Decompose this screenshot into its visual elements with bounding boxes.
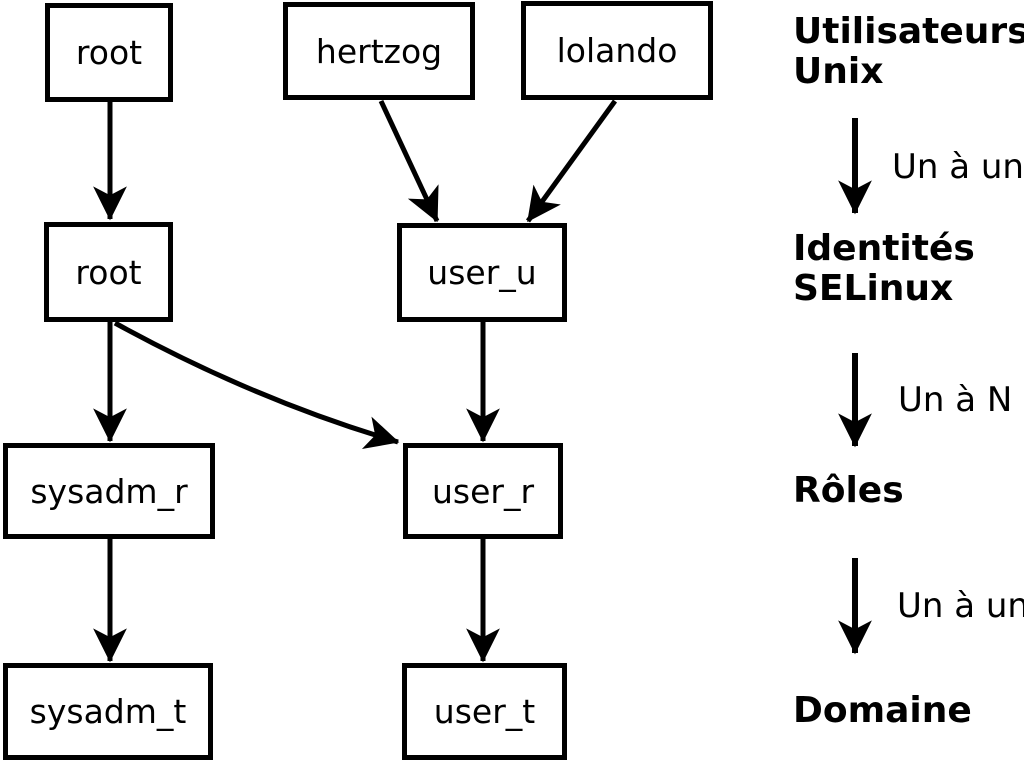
edge-root-to-user-r-arrow bbox=[113, 320, 400, 450]
edge-hertzog-to-user-u-arrow bbox=[378, 99, 440, 223]
legend-heading-line: SELinux bbox=[793, 268, 954, 309]
node-unix-lolando: lolando bbox=[521, 1, 713, 100]
legend-mapping-one-to-one-1: Un à un bbox=[892, 147, 1024, 187]
legend-heading-unix-users: Utilisateurs Unix bbox=[793, 12, 1024, 92]
node-role-sysadm-r: sysadm_r bbox=[3, 443, 215, 539]
edge-lolando-to-user-u-arrow bbox=[525, 99, 618, 223]
legend-heading-roles: Rôles bbox=[793, 471, 904, 511]
node-selinux-root: root bbox=[44, 222, 173, 322]
legend-mapping-one-to-one-2: Un à un bbox=[897, 586, 1024, 626]
legend-heading-line: Rôles bbox=[793, 470, 904, 511]
node-domain-sysadm-t: sysadm_t bbox=[3, 663, 213, 760]
legend-heading-line: Unix bbox=[793, 51, 884, 92]
node-unix-root: root bbox=[45, 3, 173, 102]
legend-heading-line: Identités bbox=[793, 228, 975, 269]
legend-heading-line: Utilisateurs bbox=[793, 11, 1024, 52]
legend-heading-domain: Domaine bbox=[793, 691, 972, 731]
legend-heading-selinux-identities: Identités SELinux bbox=[793, 229, 975, 309]
node-domain-user-t: user_t bbox=[402, 663, 567, 760]
legend-heading-line: Domaine bbox=[793, 690, 972, 731]
node-unix-hertzog: hertzog bbox=[283, 2, 475, 100]
node-role-user-r: user_r bbox=[403, 443, 563, 539]
legend-mapping-one-to-n: Un à N bbox=[898, 380, 1013, 420]
node-selinux-user-u: user_u bbox=[397, 223, 567, 322]
